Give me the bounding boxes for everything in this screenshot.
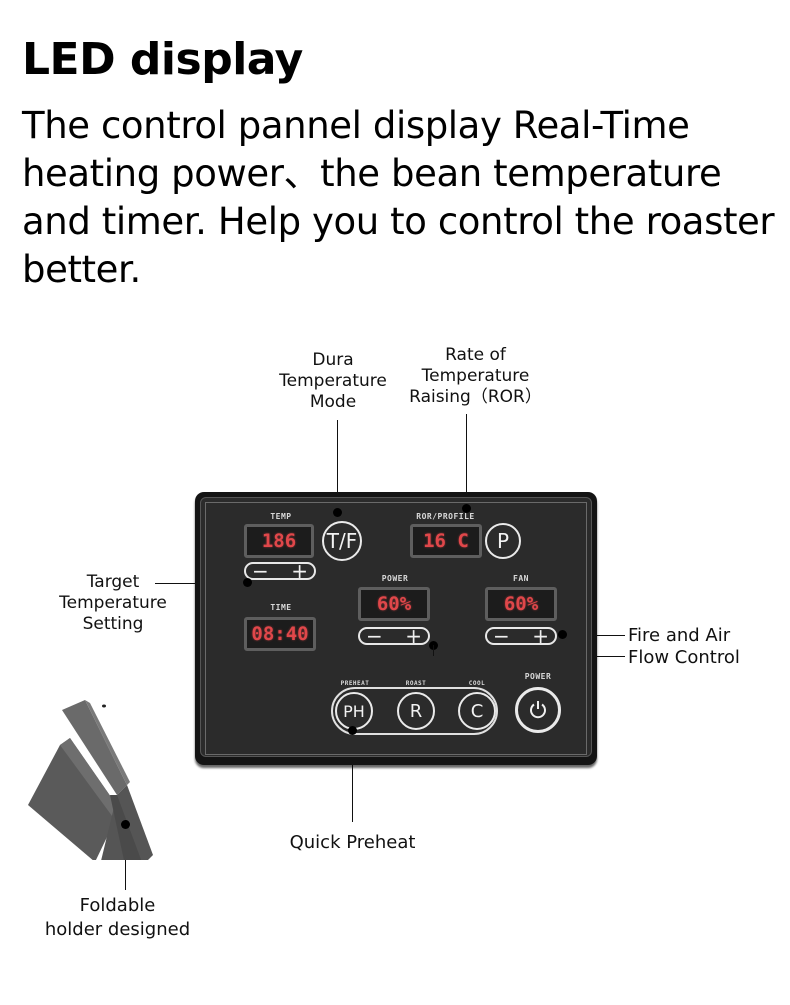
callout-target-temperature: Target Temperature Setting xyxy=(48,572,178,635)
power-minus-button[interactable]: − xyxy=(366,624,383,648)
temp-label: TEMP xyxy=(270,512,292,521)
foldable-holder-image xyxy=(28,700,153,860)
callout-quick-preheat: Quick Preheat xyxy=(289,832,416,853)
fan-display: 60% xyxy=(485,587,557,621)
callout-fire-air-flow: Fire and Air Flow Control xyxy=(628,625,740,669)
callout-dot xyxy=(558,630,567,639)
power-label: POWER xyxy=(381,574,409,583)
callout-line: Target xyxy=(86,572,140,592)
callout-line: Temperature xyxy=(59,593,167,613)
panel-border xyxy=(205,502,587,755)
callout-line: Dura xyxy=(312,350,354,370)
ror-display: 16 C xyxy=(410,524,482,558)
temp-adjust: − + xyxy=(244,559,316,583)
description-text: The control pannel display Real-Time hea… xyxy=(22,104,775,291)
callout-line: Temperature xyxy=(421,366,530,386)
fan-label: FAN xyxy=(513,574,529,583)
power-button[interactable] xyxy=(515,687,561,733)
cool-label: COOL xyxy=(468,680,486,687)
mode-button-group xyxy=(331,687,498,735)
leader-line xyxy=(466,414,467,508)
power-button-label: POWER xyxy=(524,672,552,681)
cool-button[interactable]: C xyxy=(458,692,496,730)
callout-foldable-holder: Foldable holder designed xyxy=(30,894,205,942)
temp-plus-button[interactable]: + xyxy=(291,559,308,583)
callout-dot xyxy=(462,504,471,513)
callout-line: Flow Control xyxy=(628,647,740,668)
profile-button[interactable]: P xyxy=(485,523,521,559)
callout-dot xyxy=(333,508,342,517)
callout-dot xyxy=(243,578,252,587)
power-icon xyxy=(530,701,546,719)
time-label: TIME xyxy=(270,603,292,612)
roast-button[interactable]: R xyxy=(397,692,435,730)
callout-line: Rate of xyxy=(445,345,506,365)
callout-line: Temperature xyxy=(279,371,387,391)
callout-dura-temperature-mode: Dura Temperature Mode xyxy=(268,350,398,413)
fan-adjust: − + xyxy=(485,624,557,648)
fan-plus-button[interactable]: + xyxy=(532,624,549,648)
leader-line xyxy=(433,645,434,656)
callout-line: Setting xyxy=(82,614,144,634)
callout-dot xyxy=(121,820,130,829)
time-display: 08:40 xyxy=(244,617,316,651)
leader-line xyxy=(337,420,338,512)
callout-line: Raising（ROR） xyxy=(409,387,542,407)
preheat-button[interactable]: PH xyxy=(335,692,373,730)
callout-ror: Rate of Temperature Raising（ROR） xyxy=(398,345,553,408)
callout-line: Foldable xyxy=(79,895,156,916)
temp-display: 186 xyxy=(244,524,314,558)
power-plus-button[interactable]: + xyxy=(405,624,422,648)
power-adjust: − + xyxy=(358,624,430,648)
callout-line: Mode xyxy=(309,392,357,412)
fan-minus-button[interactable]: − xyxy=(493,624,510,648)
callout-line: Fire and Air xyxy=(628,625,731,646)
preheat-label: PREHEAT xyxy=(340,680,370,687)
leader-line xyxy=(352,730,353,822)
power-display: 60% xyxy=(358,587,430,621)
tf-button[interactable]: T/F xyxy=(322,521,362,561)
ror-profile-label: ROR/PROFILE xyxy=(416,512,475,521)
roast-label: ROAST xyxy=(405,680,427,687)
page-title: LED display xyxy=(22,34,303,85)
temp-minus-button[interactable]: − xyxy=(252,559,269,583)
callout-line: holder designed xyxy=(44,919,191,940)
callout-dot xyxy=(348,726,357,735)
